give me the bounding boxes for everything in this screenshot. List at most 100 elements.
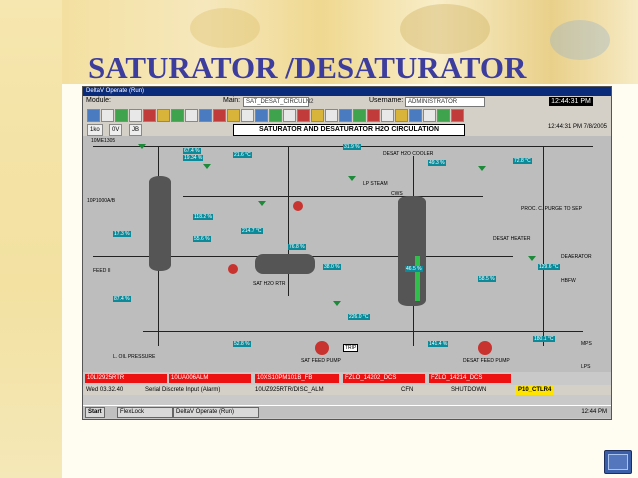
module-label: Module: [86,97,111,104]
toolbar-button[interactable] [101,109,114,122]
control-valve-icon[interactable] [138,144,146,149]
toolbar-button[interactable] [143,109,156,122]
process-value[interactable]: 118.2 % [193,214,213,220]
toolbar-button[interactable] [409,109,422,122]
process-value[interactable]: 67.4 % [183,148,201,154]
toolbar-button[interactable] [395,109,408,122]
status-bar: Wed 03.32.40 Serial Discrete Input (Alar… [83,385,611,395]
pipe-line [183,196,483,197]
alarm-item[interactable]: 10UA006ALM [169,374,251,383]
toolbar-button[interactable] [325,109,338,122]
diagram-title: SATURATOR AND DESATURATOR H2O CIRCULATIO… [233,124,465,136]
trip-indicator[interactable]: TRIP [343,344,359,352]
toolbar-button[interactable] [423,109,436,122]
username-label: Username: [369,97,404,104]
desat-heater-label: DESAT HEATER [493,236,531,242]
process-value[interactable]: 141.4 % [428,341,449,347]
decorative-spot [550,20,610,60]
alarm-item[interactable]: FZLO_14214_DCS [429,374,511,383]
toolbar-button[interactable] [185,109,198,122]
process-value[interactable]: 226.0 °C [348,314,370,320]
toolbar-button[interactable] [171,109,184,122]
decorative-spot [400,4,490,54]
process-value[interactable]: 87.4 % [113,296,131,302]
toolbar-button[interactable] [297,109,310,122]
toolbar-button[interactable] [437,109,450,122]
sat-feed-pump-icon[interactable] [315,341,329,355]
nav-button-3[interactable]: JB [129,124,143,136]
desat-feed-pump-icon[interactable] [478,341,492,355]
toolbar-button[interactable] [227,109,240,122]
process-value[interactable]: 76.8 % [288,244,306,250]
control-valve-icon[interactable] [333,301,341,306]
feed-ii-label: FEED II [93,268,111,274]
process-value[interactable]: 46.5 % [405,266,423,272]
clock-display: 12:44:31 PM [549,97,593,106]
exchanger-icon[interactable] [228,264,238,274]
process-value[interactable]: 49.3 % [428,160,446,166]
toolbar-button[interactable] [311,109,324,122]
alarm-item[interactable]: 10LI2925RTR [85,374,167,383]
start-button[interactable]: Start [85,407,105,418]
process-value[interactable]: 21.6 °C [233,152,252,158]
main-display-field[interactable]: SAT_DESAT_CIRCULN2 [243,97,313,107]
control-valve-icon[interactable] [528,256,536,261]
toolbar-button[interactable] [241,109,254,122]
hmi-menubar: Module: Main: SAT_DESAT_CIRCULN2 Usernam… [83,96,611,107]
toolbar-button[interactable] [283,109,296,122]
username-field[interactable]: ADMINISTRATOR [405,97,485,107]
pipe-line [143,331,583,332]
toolbar-button[interactable] [199,109,212,122]
process-value[interactable]: 31.9 % [343,144,361,150]
controller-highlight[interactable]: P10_CTLR4 [515,385,555,395]
pipe-line [543,146,544,346]
decorative-left-strip [0,0,62,478]
taskbar-item-flexlock[interactable]: FlexLock [117,407,173,418]
status-cfn: CFN [401,387,414,393]
hbfw-label: HBFW [561,278,576,284]
process-value[interactable]: 58.5 % [478,276,496,282]
toolbar-button[interactable] [381,109,394,122]
process-value[interactable]: 180.1 °C [533,336,555,342]
toolbar-button[interactable] [255,109,268,122]
alarm-item[interactable]: FZLO_14202_DCS [343,374,425,383]
fo-label: 10P1000A/B [87,198,116,204]
toolbar-button[interactable] [129,109,142,122]
process-value[interactable]: 72.8 °C [513,158,532,164]
process-value[interactable]: 19.34 % [183,155,204,161]
cws-label: CWS [391,191,403,197]
toolbar-button[interactable] [353,109,366,122]
control-valve-icon[interactable] [203,164,211,169]
process-value[interactable]: 129.6 °C [538,264,560,270]
toolbar-button[interactable] [269,109,282,122]
control-valve-icon[interactable] [478,166,486,171]
taskbar-item-deltav[interactable]: DeltaV Operate (Run) [173,407,259,418]
desat-h2o-cooler-label: DESAT H2O COOLER [383,151,434,157]
status-time: Wed 03.32.40 [86,387,124,393]
windows-taskbar: Start FlexLock DeltaV Operate (Run) 12:4… [83,405,611,418]
toolbar-button[interactable] [157,109,170,122]
alarm-item[interactable]: 10XS10PM101B_FB [255,374,339,383]
process-value[interactable]: 55.6 % [193,236,211,242]
nav-button-1[interactable]: 1ko [87,124,103,136]
nav-button-2[interactable]: 0V [109,124,123,136]
alarm-banner: 10LI2925RTR 10UA006ALM 10XS10PM101B_FB F… [83,372,611,385]
toolbar-button[interactable] [451,109,464,122]
toolbar-button[interactable] [367,109,380,122]
process-value[interactable]: 17.3 % [113,231,131,237]
control-valve-icon[interactable] [348,176,356,181]
process-value[interactable]: 52.8 % [233,341,251,347]
deaerator-label: DEAERATOR [561,254,592,260]
toolbar-button[interactable] [339,109,352,122]
process-value[interactable]: 38.0 % [323,264,341,270]
sat-feed-pump-label: SAT FEED PUMP [301,358,341,364]
exchanger-icon[interactable] [293,201,303,211]
status-tag: 10UZ925RTR/DISC_ALM [255,387,324,393]
control-valve-icon[interactable] [258,201,266,206]
toolbar-button[interactable] [213,109,226,122]
home-nav-button[interactable] [604,450,632,474]
toolbar-button[interactable] [115,109,128,122]
decorative-spot [190,8,260,48]
process-value[interactable]: 214.7 °C [241,228,263,234]
toolbar-button[interactable] [87,109,100,122]
